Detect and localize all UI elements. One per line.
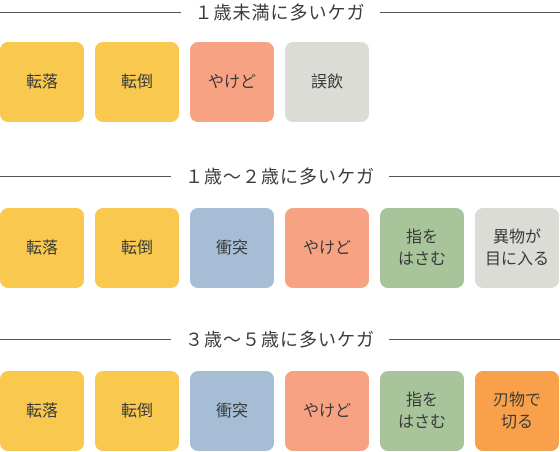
injury-card-collision: 衝突 [190,208,274,288]
injury-card-ingestion: 誤飲 [285,42,369,122]
injury-card-collision: 衝突 [190,371,274,451]
injury-card-knife-cut: 刃物で 切る [475,371,559,451]
injury-card-tumble: 転倒 [95,42,179,122]
section-heading: １歳未満に多いケガ [0,0,560,24]
divider-line-right [389,175,560,177]
injury-card-list: 転落 転倒 やけど 誤飲 [0,42,560,122]
section-heading: ３歳〜５歳に多いケガ [0,327,560,351]
injury-card-fall: 転落 [0,371,84,451]
section-title: ３歳〜５歳に多いケガ [185,330,375,351]
injury-card-burn: やけど [190,42,274,122]
divider-line-left [0,11,181,13]
section-heading: １歳〜２歳に多いケガ [0,164,560,188]
injury-card-finger-pinch: 指を はさむ [380,208,464,288]
injury-card-list: 転落 転倒 衝突 やけど 指を はさむ 異物が 目に入る [0,208,560,288]
section-title: １歳〜２歳に多いケガ [185,167,375,188]
injury-card-burn: やけど [285,208,369,288]
injury-card-fall: 転落 [0,42,84,122]
divider-line-left [0,338,171,340]
injury-card-finger-pinch: 指を はさむ [380,371,464,451]
divider-line-left [0,175,171,177]
section-title: １歳未満に多いケガ [194,3,366,24]
injury-card-tumble: 転倒 [95,208,179,288]
injury-card-tumble: 転倒 [95,371,179,451]
injury-card-burn: やけど [285,371,369,451]
divider-line-right [389,338,560,340]
injury-card-fall: 転落 [0,208,84,288]
injury-card-foreign-body: 異物が 目に入る [475,208,559,288]
divider-line-right [379,11,560,13]
injury-card-list: 転落 転倒 衝突 やけど 指を はさむ 刃物で 切る [0,371,560,451]
